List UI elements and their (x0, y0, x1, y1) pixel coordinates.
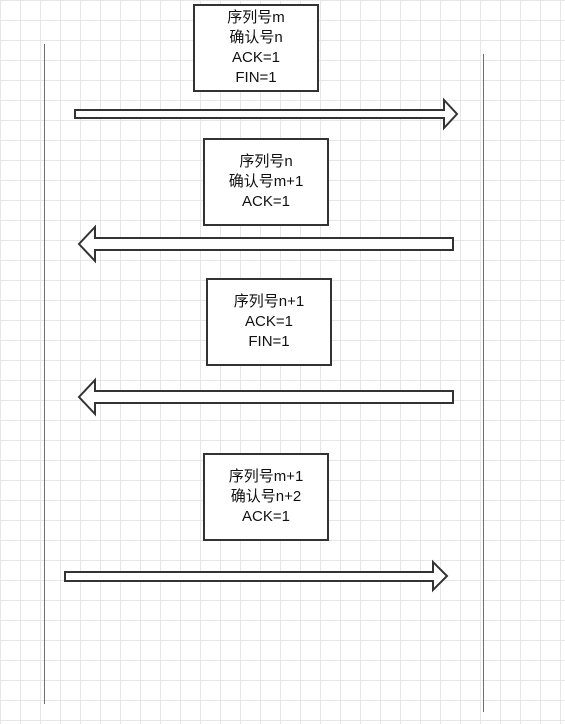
fin-segment-ack-number: 确认号n (229, 29, 283, 46)
fin-segment-box: 序列号m 确认号n ACK=1 FIN=1 (193, 4, 319, 92)
ack-segment-ack-flag: ACK=1 (242, 193, 290, 210)
fin-segment-ack-flag: ACK=1 (232, 49, 280, 66)
server-fin-segment-fin-flag: FIN=1 (248, 333, 290, 350)
fin-segment-seq: 序列号m (227, 9, 285, 26)
server-fin-segment-ack-flag: ACK=1 (245, 313, 293, 330)
server-fin-segment-seq: 序列号n+1 (233, 293, 305, 310)
client-lifeline (44, 44, 45, 704)
fin-segment-fin-flag: FIN=1 (235, 69, 277, 86)
final-ack-segment-seq: 序列号m+1 (228, 468, 304, 485)
ack-segment-seq: 序列号n (239, 153, 293, 170)
server-lifeline (483, 54, 484, 712)
ack-segment-ack-number: 确认号m+1 (228, 173, 304, 190)
final-ack-segment-box: 序列号m+1 确认号n+2 ACK=1 (203, 453, 329, 541)
final-ack-segment-ack-flag: ACK=1 (242, 508, 290, 525)
ack-segment-box: 序列号n 确认号m+1 ACK=1 (203, 138, 329, 226)
final-ack-segment-ack-number: 确认号n+2 (230, 488, 302, 505)
server-fin-segment-box: 序列号n+1 ACK=1 FIN=1 (206, 278, 332, 366)
